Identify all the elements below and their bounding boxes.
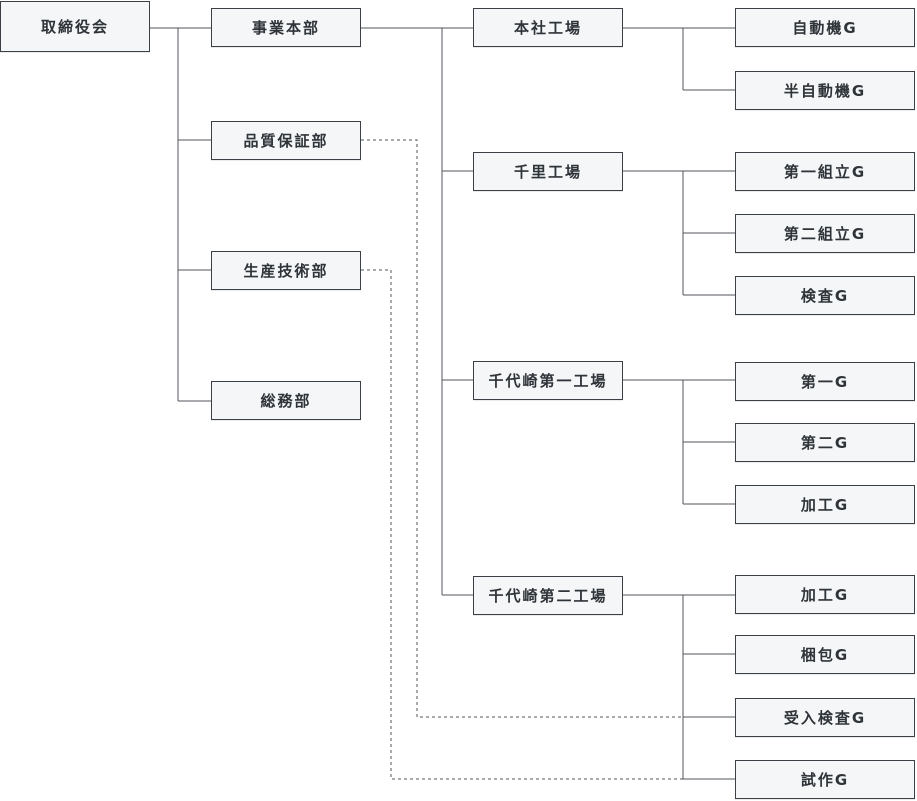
group-box: 加工G: [735, 485, 915, 524]
plant-senri: 千里工場: [473, 152, 623, 191]
group-box: 第二組立G: [735, 214, 915, 253]
board-of-directors-box: 取締役会: [0, 1, 150, 52]
division-general-affairs: 総務部: [211, 381, 361, 420]
group-box: 梱包G: [735, 635, 915, 674]
group-box: 第一組立G: [735, 152, 915, 191]
plant-head-office: 本社工場: [473, 8, 623, 47]
group-box: 第一G: [735, 362, 915, 401]
group-box: 加工G: [735, 575, 915, 614]
plant-chiyozaki-1: 千代崎第一工場: [473, 361, 623, 400]
group-box: 半自動機G: [735, 71, 915, 110]
plant-chiyozaki-2: 千代崎第二工場: [473, 576, 623, 615]
division-quality-assurance: 品質保証部: [211, 121, 361, 160]
group-box: 試作G: [735, 760, 915, 799]
group-box: 検査G: [735, 276, 915, 315]
group-box: 受入検査G: [735, 698, 915, 737]
group-box: 自動機G: [735, 8, 915, 47]
division-business-headquarters: 事業本部: [211, 8, 361, 47]
dashed-connector-line: [361, 139, 683, 718]
group-box: 第二G: [735, 423, 915, 462]
division-production-engineering: 生産技術部: [211, 251, 361, 290]
dashed-connector-line: [361, 269, 683, 780]
